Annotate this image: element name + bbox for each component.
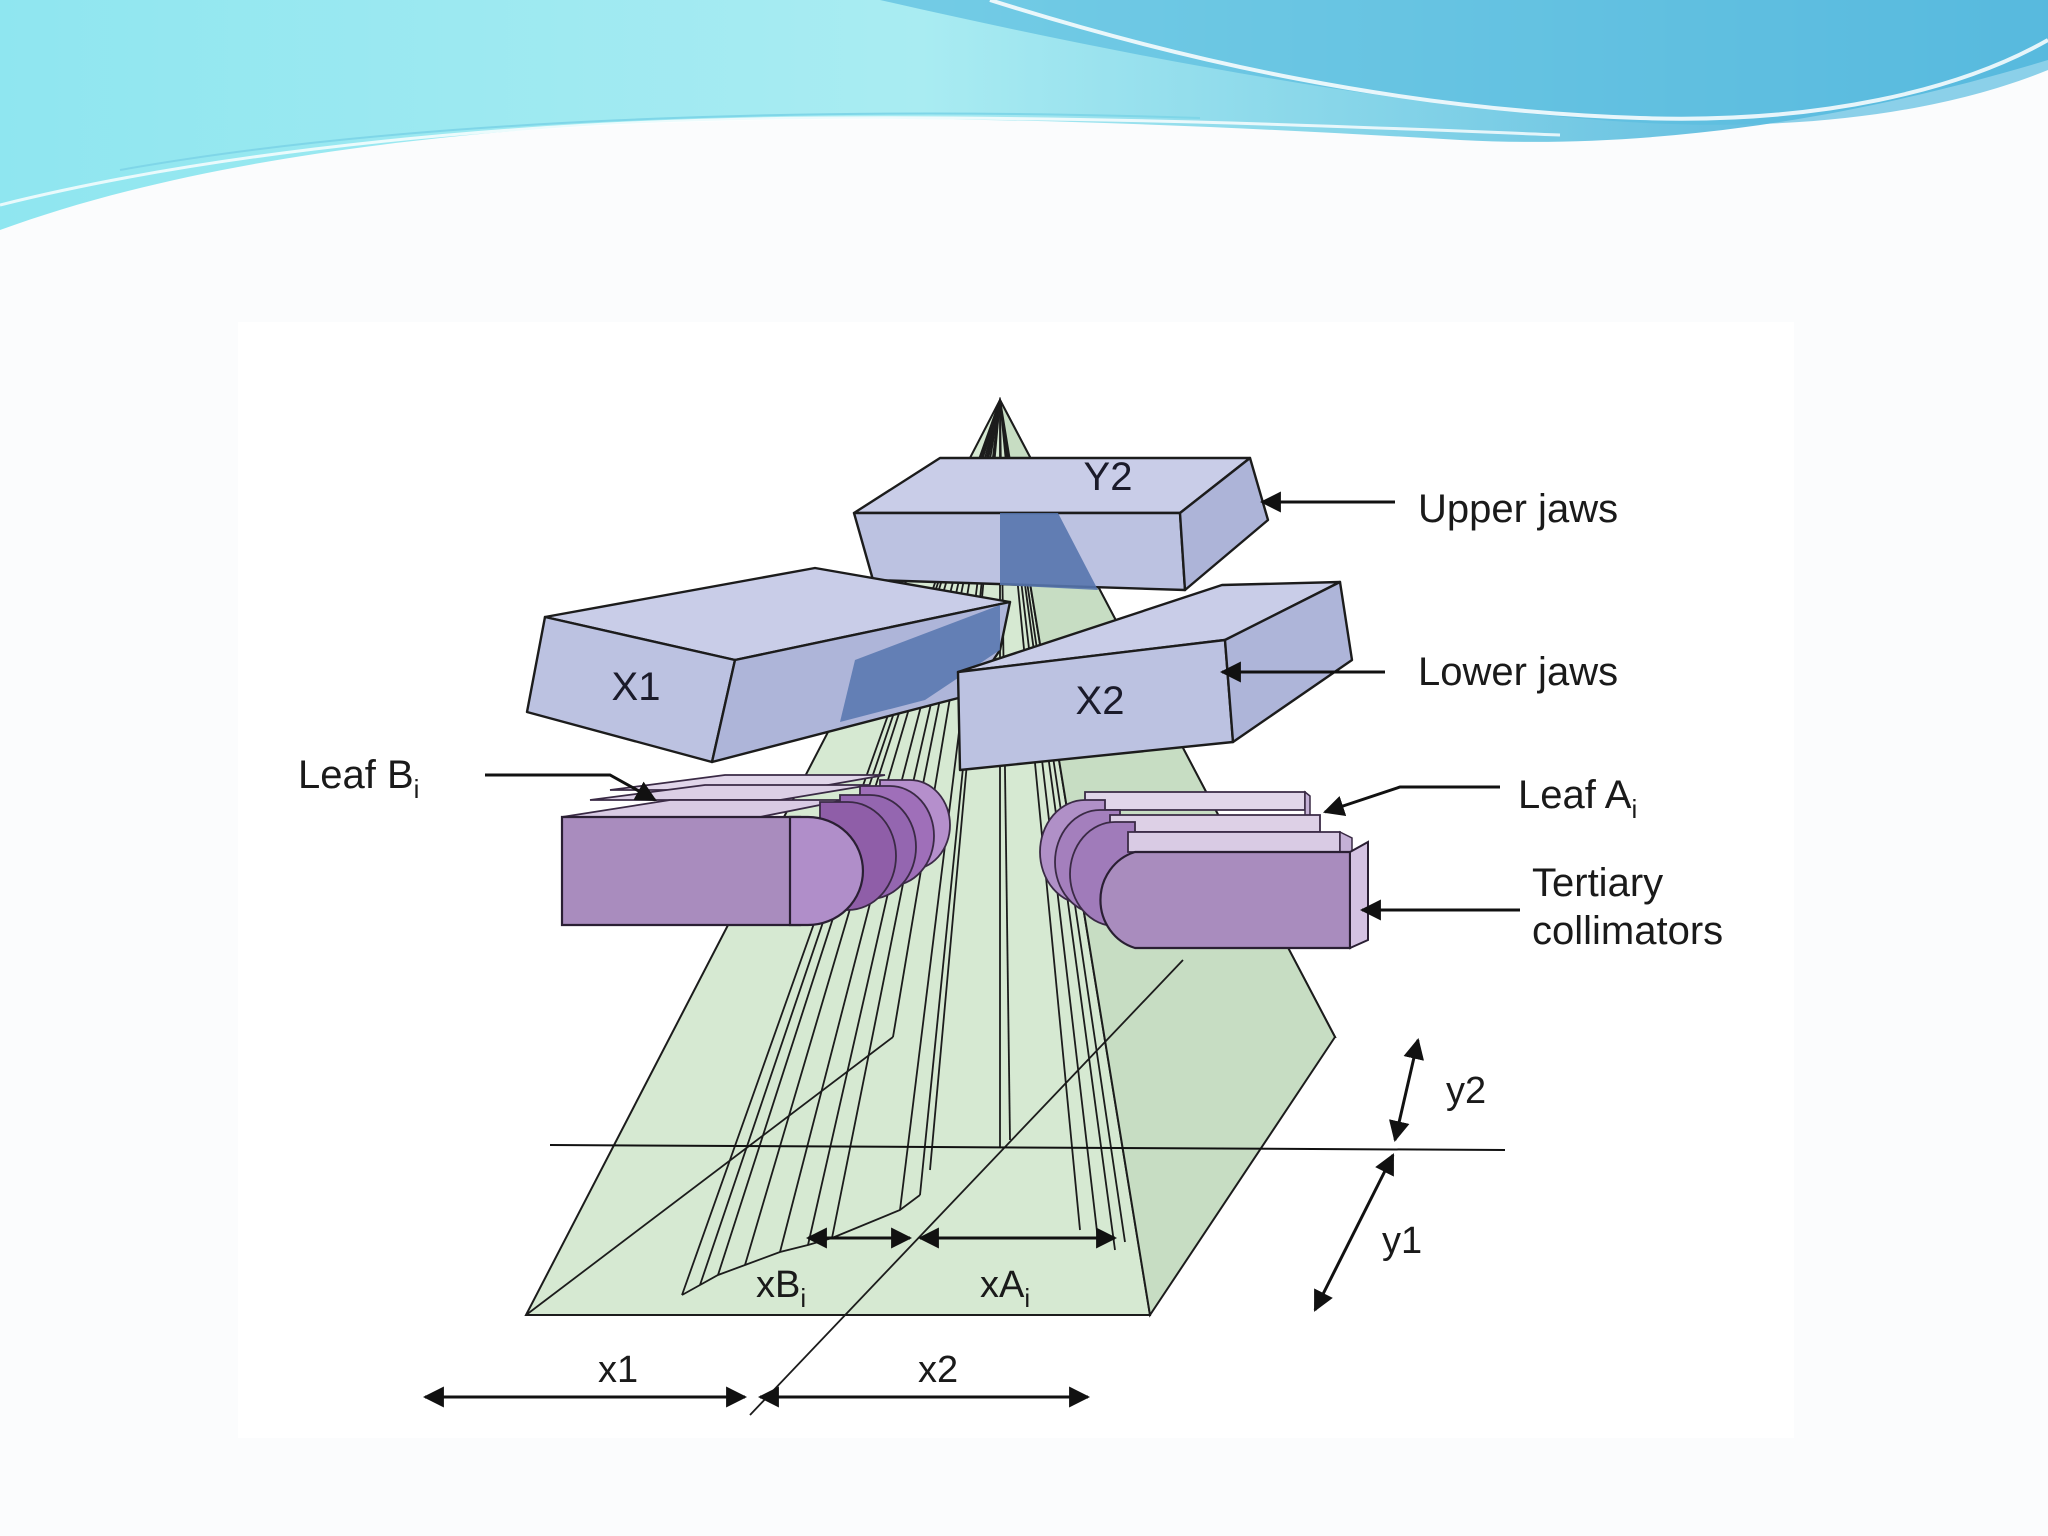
jaw-label-x1: X1 bbox=[612, 665, 661, 709]
label-xa-text: xA bbox=[980, 1264, 1025, 1306]
label-xb-sub: i bbox=[800, 1283, 806, 1313]
label-y2: y2 bbox=[1446, 1070, 1486, 1112]
leaf-bank-b bbox=[560, 774, 951, 927]
header-banner bbox=[0, 0, 2048, 230]
dimension-arrows bbox=[422, 1037, 1424, 1408]
label-x2: x2 bbox=[918, 1349, 958, 1391]
label-leaf-a-sub: i bbox=[1631, 794, 1637, 824]
upper-jaw-y2: Y2 bbox=[852, 455, 1270, 592]
label-y1: y1 bbox=[1382, 1220, 1422, 1262]
label-leaf-b-sub: i bbox=[414, 774, 420, 804]
label-tertiary-line1: Tertiary bbox=[1532, 861, 1663, 905]
label-xb: xBi bbox=[756, 1264, 806, 1313]
label-x1: x1 bbox=[598, 1349, 638, 1391]
label-leaf-b-text: Leaf B bbox=[298, 753, 414, 797]
label-leaf-a-text: Leaf A bbox=[1518, 773, 1632, 817]
label-xb-text: xB bbox=[756, 1264, 800, 1306]
label-leaf-b: Leaf Bi bbox=[298, 753, 419, 804]
dim-arrow-y1 bbox=[1313, 1153, 1395, 1312]
label-lower-jaws: Lower jaws bbox=[1418, 650, 1618, 694]
pointer-arrows bbox=[485, 491, 1520, 921]
lower-jaw-x1: X1 bbox=[525, 566, 1012, 764]
y-reference-line bbox=[549, 1144, 1506, 1151]
jaw-label-y2: Y2 bbox=[1084, 455, 1133, 499]
dim-arrow-y2 bbox=[1389, 1037, 1424, 1143]
label-xa-sub: i bbox=[1024, 1283, 1030, 1313]
label-tertiary-line2: collimators bbox=[1532, 909, 1723, 953]
jaw-label-x2: X2 bbox=[1076, 679, 1125, 723]
label-leaf-a: Leaf Ai bbox=[1518, 773, 1637, 824]
label-xa: xAi bbox=[980, 1264, 1030, 1313]
leaf-bank-a bbox=[1039, 790, 1369, 950]
label-upper-jaws: Upper jaws bbox=[1418, 487, 1618, 531]
lower-jaw-x2: X2 bbox=[956, 580, 1354, 772]
